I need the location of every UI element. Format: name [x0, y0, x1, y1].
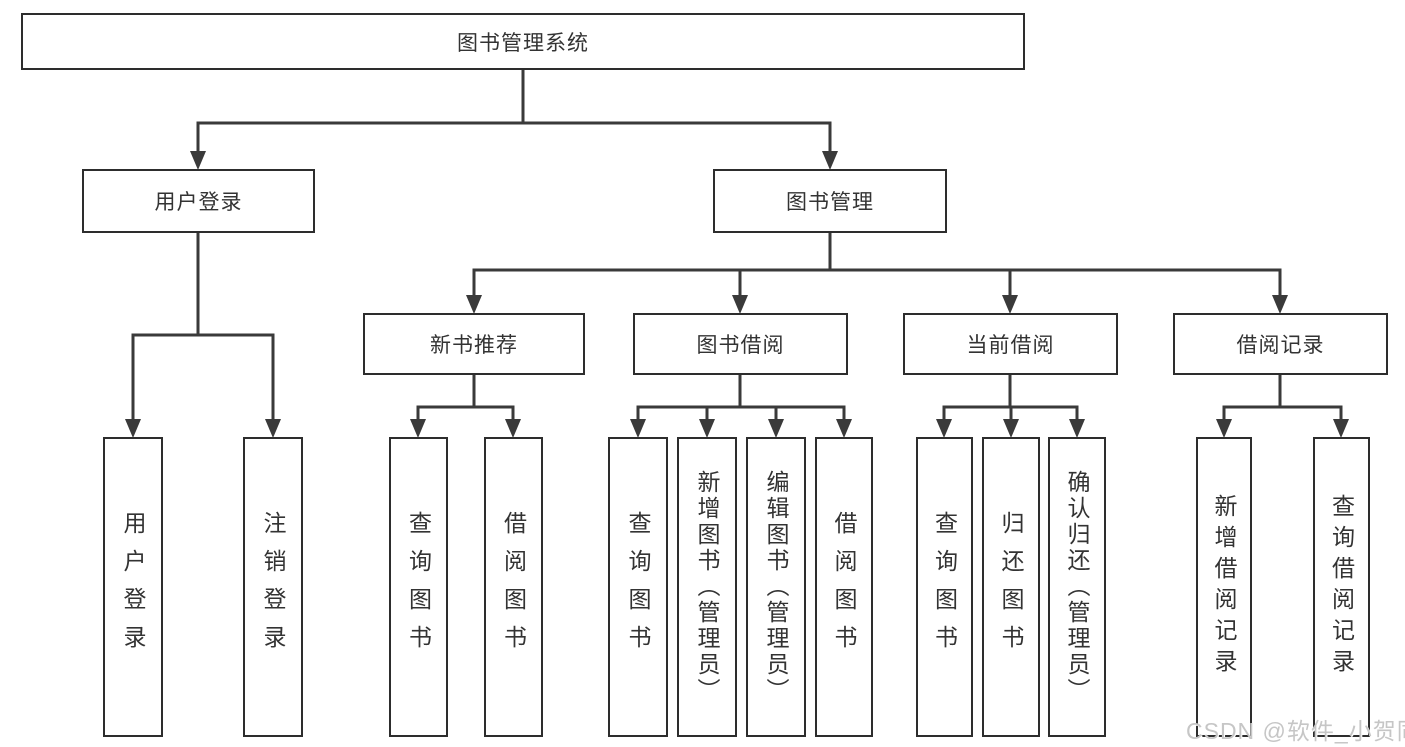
leaf-label: 新增借阅记录 [1211, 494, 1237, 680]
leaf-nr-query-books: 查询图书 [389, 437, 448, 737]
leaf-cb-confirm-return-admin: 确认归还（管理员） [1048, 437, 1106, 737]
leaf-label: 用户登录 [120, 511, 146, 663]
leaf-label: 编辑图书（管理员） [763, 470, 789, 704]
node-label: 图书管理 [786, 191, 874, 214]
leaf-br-query-record: 查询借阅记录 [1313, 437, 1370, 737]
node-book-borrowing: 图书借阅 [633, 313, 848, 375]
leaf-user-login: 用户登录 [103, 437, 163, 737]
node-book-management: 图书管理 [713, 169, 947, 233]
leaf-nr-borrow-books: 借阅图书 [484, 437, 543, 737]
leaf-label: 归还图书 [998, 511, 1024, 663]
node-label: 图书借阅 [696, 334, 785, 357]
leaf-bb-borrow-books: 借阅图书 [815, 437, 873, 737]
node-label: 图书管理系统 [457, 31, 589, 55]
leaf-label: 借阅图书 [831, 511, 857, 663]
leaf-bb-add-books-admin: 新增图书（管理员） [677, 437, 737, 737]
csdn-watermark: CSDN @软件_小贺同学 [1186, 718, 1405, 744]
node-new-book-recommend: 新书推荐 [363, 313, 585, 375]
leaf-logout: 注销登录 [243, 437, 303, 737]
leaf-label: 注销登录 [260, 511, 286, 663]
leaf-cb-return-books: 归还图书 [982, 437, 1040, 737]
node-label: 新书推荐 [430, 334, 518, 357]
node-label: 借阅记录 [1236, 334, 1325, 357]
node-current-borrowing: 当前借阅 [903, 313, 1118, 375]
leaf-label: 确认归还（管理员） [1064, 470, 1090, 704]
node-label: 用户登录 [154, 191, 243, 214]
node-root-system: 图书管理系统 [21, 13, 1025, 70]
leaf-label: 新增图书（管理员） [694, 470, 720, 704]
node-label: 当前借阅 [966, 334, 1055, 357]
leaf-label: 查询借阅记录 [1328, 494, 1355, 680]
leaf-bb-query-books: 查询图书 [608, 437, 668, 737]
leaf-cb-query-books: 查询图书 [916, 437, 973, 737]
leaf-br-add-record: 新增借阅记录 [1196, 437, 1252, 737]
leaf-bb-edit-books-admin: 编辑图书（管理员） [746, 437, 806, 737]
node-user-login: 用户登录 [82, 169, 315, 233]
leaf-label: 查询图书 [625, 511, 651, 663]
node-borrowing-records: 借阅记录 [1173, 313, 1388, 375]
leaf-label: 查询图书 [931, 511, 958, 663]
leaf-label: 借阅图书 [500, 511, 527, 663]
leaf-label: 查询图书 [405, 511, 432, 663]
